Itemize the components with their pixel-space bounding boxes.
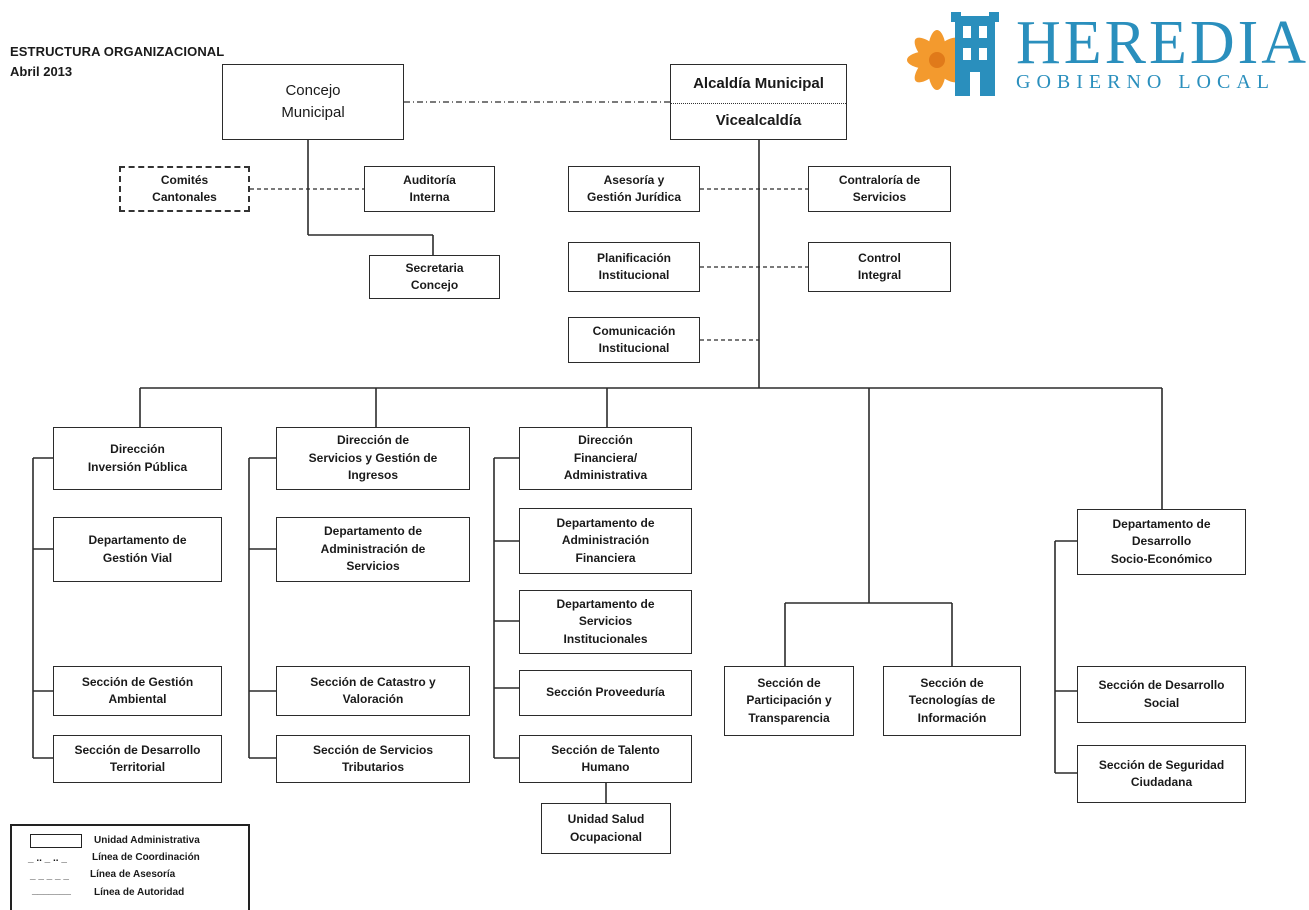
legend-autoridad-sample: _______ xyxy=(32,885,71,896)
unit-comites-cantonales: Comités Cantonales xyxy=(119,166,250,212)
unit-departamento-administracion-servicios: Departamento de Administración de Servic… xyxy=(276,517,470,582)
heredia-tower-flower-icon xyxy=(907,12,999,96)
logo-name: HEREDIA xyxy=(1016,9,1309,77)
unit-departamento-gestion-vial: Departamento de Gestión Vial xyxy=(53,517,222,582)
unit-seccion-talento-humano: Sección de Talento Humano xyxy=(519,735,692,783)
unit-control-integral: Control Integral xyxy=(808,242,951,292)
page-title: ESTRUCTURA ORGANIZACIONAL xyxy=(10,44,225,59)
unit-direccion-inversion-publica: Dirección Inversión Pública xyxy=(53,427,222,490)
unit-departamento-servicios-institucionales: Departamento de Servicios Institucionale… xyxy=(519,590,692,654)
legend-coordinacion-sample: _ .. _ .. _ xyxy=(28,853,67,864)
unit-asesoria-juridica: Asesoría y Gestión Jurídica xyxy=(568,166,700,212)
page-date: Abril 2013 xyxy=(10,64,73,79)
unit-departamento-administracion-financiera: Departamento de Administración Financier… xyxy=(519,508,692,574)
unit-seccion-catastro-valoracion: Sección de Catastro y Valoración xyxy=(276,666,470,716)
unit-seccion-participacion-transparencia: Sección de Participación y Transparencia xyxy=(724,666,854,736)
unit-direccion-financiera-administrativa: Dirección Financiera/ Administrativa xyxy=(519,427,692,490)
unit-seccion-proveeduria: Sección Proveeduría xyxy=(519,670,692,716)
legend-asesoria-sample: _ _ _ _ _ xyxy=(30,870,69,881)
unit-vicealcaldia: Vicealcaldía xyxy=(715,112,802,130)
unit-direccion-servicios-ingresos: Dirección de Servicios y Gestión de Ingr… xyxy=(276,427,470,490)
unit-unidad-salud-ocupacional: Unidad Salud Ocupacional xyxy=(541,803,671,854)
unit-seccion-tecnologias-informacion: Sección de Tecnologías de Información xyxy=(883,666,1021,736)
unit-seccion-seguridad-ciudadana: Sección de Seguridad Ciudadana xyxy=(1077,745,1246,803)
legend: Unidad Administrativa _ .. _ .. _ Línea … xyxy=(10,824,250,910)
unit-seccion-desarrollo-social: Sección de Desarrollo Social xyxy=(1077,666,1246,723)
unit-comunicacion-institucional: Comunicación Institucional xyxy=(568,317,700,363)
unit-auditoria-interna: Auditoría Interna xyxy=(364,166,495,212)
legend-box-sample xyxy=(30,834,82,848)
unit-alcaldia-municipal: Alcaldía Municipal xyxy=(671,65,846,104)
unit-planificacion-institucional: Planificación Institucional xyxy=(568,242,700,292)
legend-unidad-label: Unidad Administrativa xyxy=(94,835,200,846)
unit-contraloria-servicios: Contraloría de Servicios xyxy=(808,166,951,212)
unit-seccion-desarrollo-territorial: Sección de Desarrollo Territorial xyxy=(53,735,222,783)
legend-autoridad-label: Línea de Autoridad xyxy=(94,887,185,898)
unit-concejo-municipal: Concejo Municipal xyxy=(222,64,404,140)
unit-secretaria-concejo: Secretaria Concejo xyxy=(369,255,500,299)
unit-departamento-desarrollo-socioeconomico: Departamento de Desarrollo Socio-Económi… xyxy=(1077,509,1246,575)
legend-asesoria-label: Línea de Asesoría xyxy=(90,869,176,880)
logo-tagline: GOBIERNO LOCAL xyxy=(1016,71,1275,93)
unit-alcaldia-vicealcaldia: Alcaldía Municipal Vicealcaldía xyxy=(670,64,847,140)
legend-coordinacion-label: Línea de Coordinación xyxy=(92,852,200,863)
unit-seccion-gestion-ambiental: Sección de Gestión Ambiental xyxy=(53,666,222,716)
unit-seccion-servicios-tributarios: Sección de Servicios Tributarios xyxy=(276,735,470,783)
